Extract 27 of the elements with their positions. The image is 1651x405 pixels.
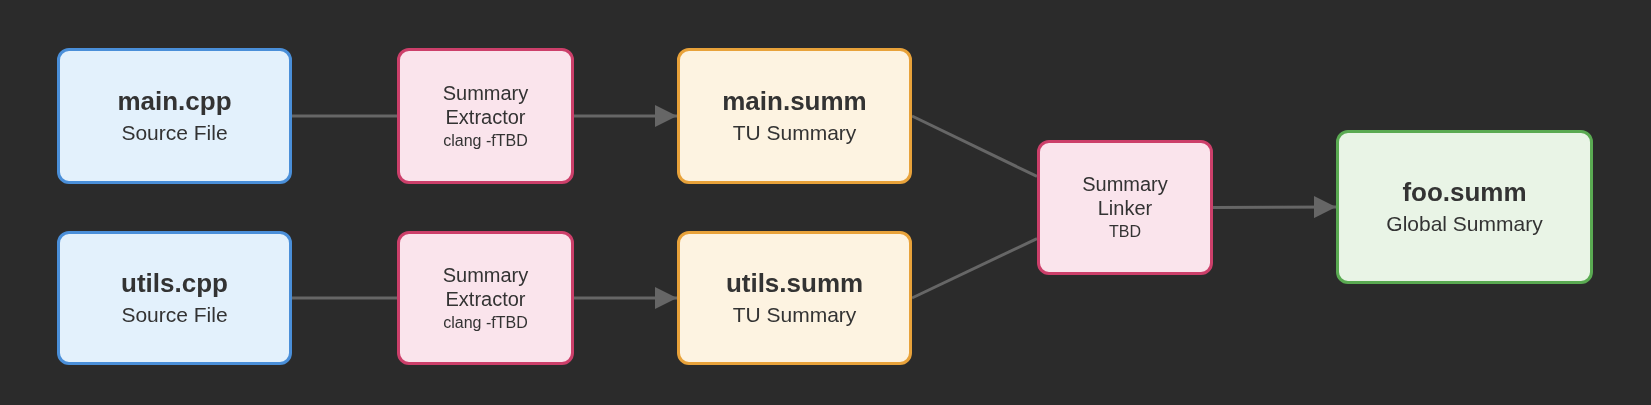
node-title: utils.cpp: [121, 267, 228, 299]
node-title: utils.summ: [725, 267, 864, 299]
node-subtitle: TU Summary: [732, 119, 857, 146]
connector-arrow: [1213, 196, 1336, 219]
connector-arrow: [574, 287, 677, 309]
file-box: [1336, 130, 1593, 284]
node-subtitle: TBD: [1109, 222, 1141, 243]
node-subtitle: Source File: [121, 301, 228, 328]
file-box: [57, 48, 292, 184]
file-box: [677, 231, 912, 365]
connector-arrow: [574, 105, 677, 127]
node-title: main.cpp: [117, 85, 232, 117]
node-subtitle: clang -fTBD: [443, 130, 528, 151]
node-subtitle: clang -fTBD: [443, 312, 528, 333]
process-box: [397, 231, 574, 365]
node-title: Summary Extractor: [441, 80, 530, 129]
node-title: main.summ: [722, 85, 867, 117]
file-box: [57, 231, 292, 365]
file-box: [677, 48, 912, 184]
node-subtitle: TU Summary: [732, 301, 857, 328]
node-title: Summary Linker: [1081, 172, 1169, 221]
process-box: [1037, 140, 1213, 275]
node-title: Summary Extractor: [441, 262, 530, 311]
node-subtitle: Global Summary: [1386, 210, 1543, 237]
node-subtitle: Source File: [121, 119, 228, 146]
process-box: [397, 48, 574, 184]
node-title: foo.summ: [1402, 176, 1527, 208]
